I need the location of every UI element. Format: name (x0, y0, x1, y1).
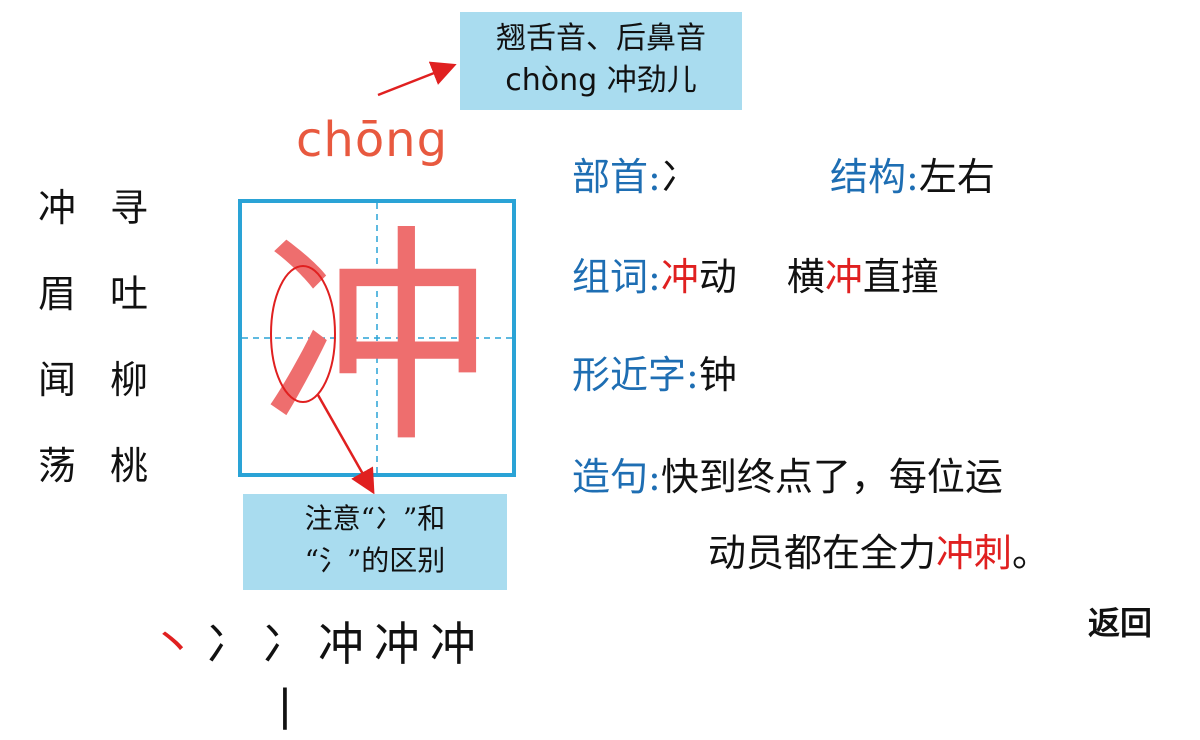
radical-note: 注意“冫”和 “氵”的区别 (243, 494, 507, 590)
char-item[interactable]: 柳 (110, 358, 149, 402)
char-item[interactable]: 闻 (38, 358, 77, 402)
stroke-step: 冫丨 (262, 617, 308, 737)
radical-row: 部首:冫 (572, 146, 699, 201)
word-part: 直撞 (862, 255, 939, 299)
char-item[interactable]: 荡 (38, 444, 77, 488)
stroke-step: 冫 (206, 617, 252, 671)
stroke-step: 冲 (430, 617, 476, 671)
char-item[interactable]: 寻 (110, 186, 149, 230)
words-label: 组词: (572, 255, 661, 299)
main-character: 冲 (262, 207, 492, 474)
note-line: “氵”的区别 (304, 544, 446, 577)
back-button[interactable]: 返回 (1088, 604, 1153, 642)
sentence-part: 。 (1012, 531, 1051, 575)
similar-value: 钟 (698, 353, 737, 397)
annotation-arrows (316, 61, 457, 495)
char-item[interactable]: 桃 (110, 444, 149, 488)
radical-value: 冫 (660, 155, 699, 199)
pronunciation-note: 翘舌音、后鼻音 chòng 冲劲儿 (460, 12, 742, 110)
char-row: 闻 柳 (38, 350, 178, 436)
structure-value: 左右 (918, 155, 995, 199)
structure-label: 结构: (830, 155, 919, 199)
word-part: 横 (786, 255, 825, 299)
note-line: chòng 冲劲儿 (505, 63, 697, 98)
arrow-to-bottom-note (316, 394, 375, 495)
arrow-to-top-note (377, 61, 457, 97)
note-line: 翘舌音、后鼻音 (496, 21, 706, 56)
char-row: 眉 吐 (38, 264, 178, 350)
char-item[interactable]: 吐 (110, 272, 149, 316)
sentence-highlight: 冲刺 (936, 531, 1013, 575)
radical-highlight (270, 265, 336, 403)
sentence-row: 造句:快到终点了，每位运 (572, 446, 1003, 501)
stroke-step: 冲 (318, 617, 364, 671)
char-item[interactable]: 冲 (38, 186, 77, 230)
structure-row: 结构:左右 (830, 146, 995, 201)
stroke-step: 丶 (150, 617, 196, 671)
sentence-part: 动员都在全力 (708, 531, 937, 575)
similar-label: 形近字: (572, 353, 699, 397)
char-row: 冲 寻 (38, 178, 178, 264)
word-part: 动 (698, 255, 737, 299)
word-part: 冲 (660, 255, 699, 299)
character-list: 冲 寻 眉 吐 闻 柳 荡 桃 (38, 178, 178, 522)
sentence-line1: 快到终点了，每位运 (660, 455, 1003, 499)
sentence-row-2: 动员都在全力冲刺。 (708, 522, 1050, 577)
note-line: 注意“冫”和 (304, 502, 446, 535)
char-row: 荡 桃 (38, 436, 178, 522)
stroke-order: 丶 冫 冫丨 冲 冲 冲 (150, 608, 476, 740)
sentence-label: 造句: (572, 455, 661, 499)
word-part: 冲 (824, 255, 863, 299)
stroke-step: 冲 (374, 617, 420, 671)
radical-label: 部首: (572, 155, 661, 199)
words-row: 组词:冲动横冲直撞 (572, 246, 939, 301)
similar-row: 形近字:钟 (572, 344, 737, 399)
char-item[interactable]: 眉 (38, 272, 77, 316)
pinyin: chōng (296, 112, 449, 168)
writing-grid: 冲 (238, 199, 516, 477)
